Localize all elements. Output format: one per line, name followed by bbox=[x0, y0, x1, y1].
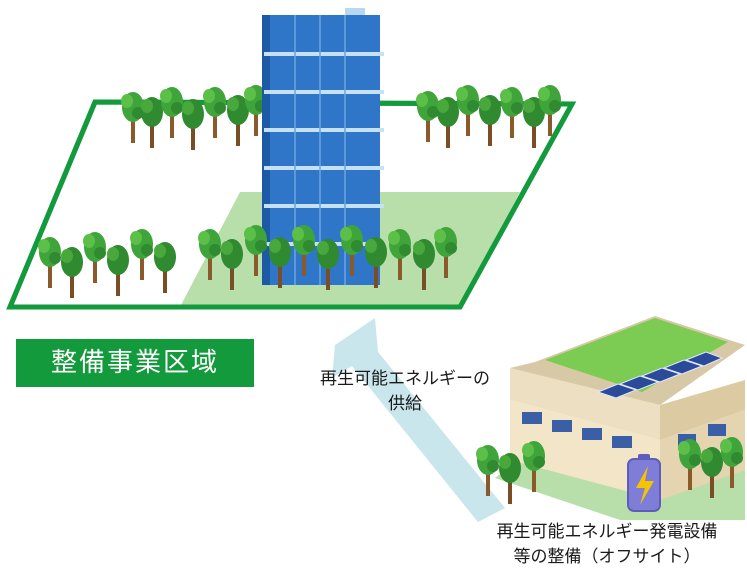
solar-panel-icon bbox=[596, 351, 724, 399]
supply-caption-line-1: 再生可能エネルギーの bbox=[320, 369, 490, 389]
facility-caption-line-1: 再生可能エネルギー発電設備 bbox=[496, 522, 718, 542]
facility-caption-line-2: 等の整備（オフサイト） bbox=[513, 547, 701, 567]
supply-arrow-icon bbox=[332, 318, 505, 522]
supply-caption: 再生可能エネルギーの 供給 bbox=[300, 367, 510, 417]
zone-label: 整備事業区域 bbox=[16, 339, 254, 387]
facility-caption: 再生可能エネルギー発電設備 等の整備（オフサイト） bbox=[472, 520, 742, 570]
battery-bolt-icon bbox=[627, 454, 661, 512]
supply-caption-line-2: 供給 bbox=[388, 394, 422, 414]
